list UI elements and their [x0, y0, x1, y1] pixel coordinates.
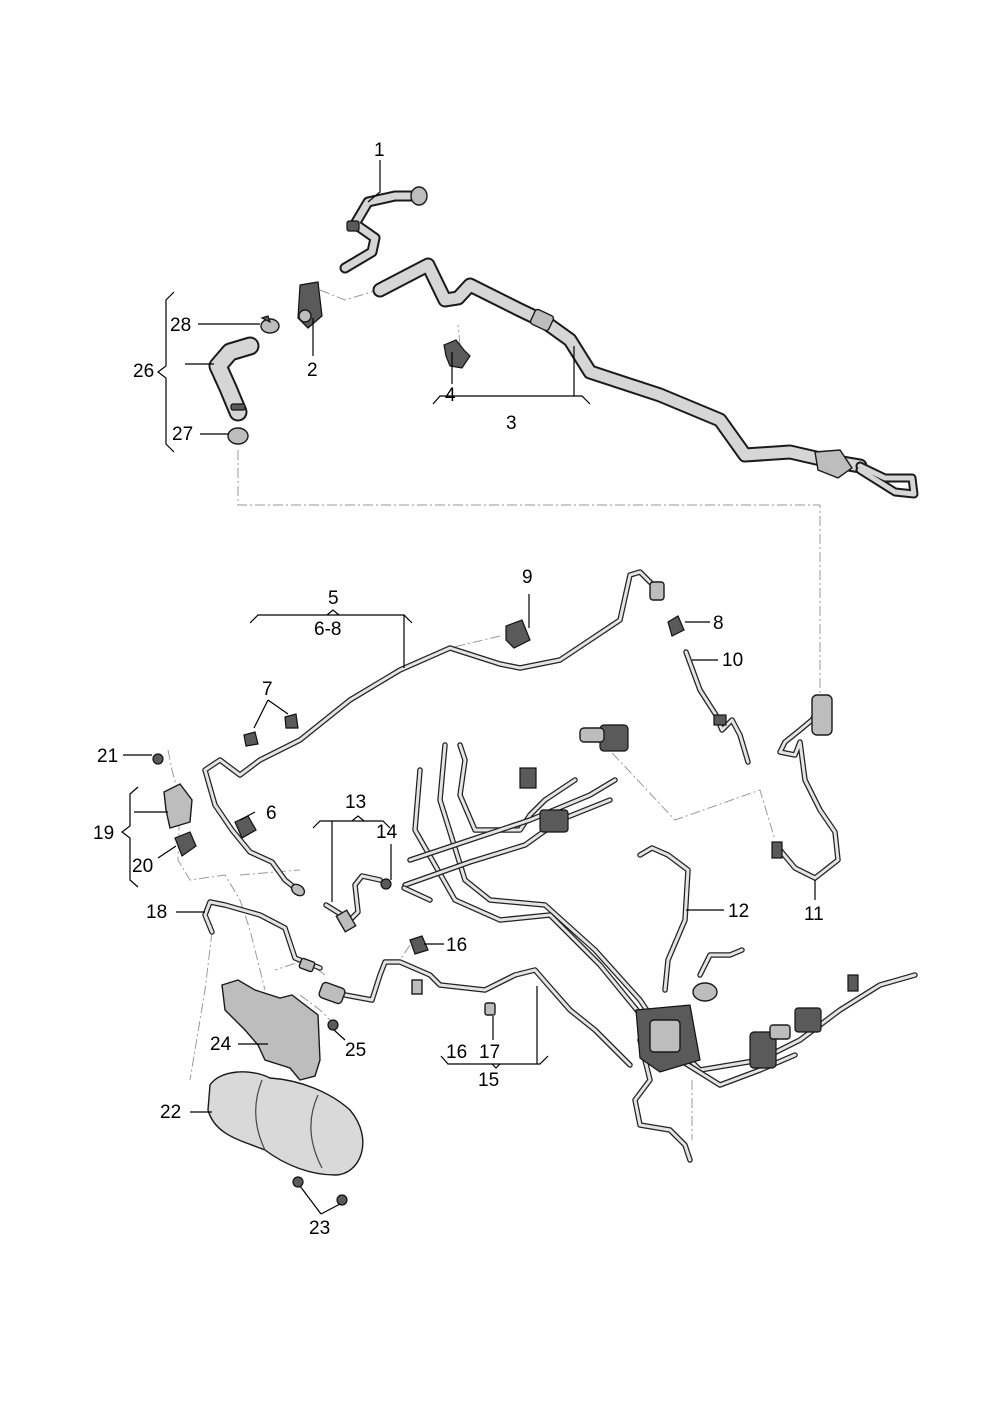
part-3-vent-line — [372, 257, 919, 499]
callout-6-8: 6-8 — [314, 619, 341, 640]
part-16-clip — [409, 935, 429, 955]
callout-3: 3 — [506, 413, 517, 434]
part-27-clamp — [227, 427, 249, 445]
callout-27: 27 — [172, 424, 193, 445]
callout-15: 15 — [478, 1070, 499, 1091]
callout-4: 4 — [445, 385, 456, 406]
callout-26: 26 — [133, 361, 154, 382]
callout-11: 11 — [804, 904, 824, 925]
callout-9: 9 — [522, 567, 533, 588]
callout-labels: 1 2 3 4 28 26 27 5 6-8 9 8 10 7 21 19 20… — [93, 140, 824, 1239]
part-25-nut — [327, 1019, 339, 1031]
part-7-clips — [243, 713, 299, 747]
callout-1: 1 — [374, 140, 385, 161]
callout-13: 13 — [345, 792, 366, 813]
callout-22: 22 — [160, 1102, 181, 1123]
part-1-vent-hose — [339, 186, 428, 274]
part-17-clip — [484, 1002, 496, 1016]
part-21-nut — [152, 753, 164, 765]
callout-28: 28 — [170, 315, 191, 336]
part-26-hose — [208, 336, 260, 422]
part-4-clip — [443, 339, 471, 369]
callout-2: 2 — [307, 360, 318, 381]
callout-7: 7 — [262, 679, 273, 700]
part-15-line — [318, 959, 633, 1068]
part-14-fitting — [380, 878, 433, 903]
part-20-clip — [174, 831, 197, 857]
callout-10: 10 — [722, 650, 743, 671]
part-19-bracket — [163, 783, 193, 829]
part-11-line — [771, 694, 841, 881]
part-24-bracket — [221, 979, 321, 1081]
part-5-line — [202, 569, 665, 897]
callout-23: 23 — [309, 1218, 330, 1239]
part-2-valve — [297, 281, 323, 329]
callout-21: 21 — [97, 746, 118, 767]
part-10-line — [683, 649, 751, 765]
callout-12: 12 — [728, 901, 749, 922]
callout-14: 14 — [376, 822, 398, 843]
part-13-line — [323, 873, 383, 933]
part-9-connector — [505, 619, 531, 649]
callout-24: 24 — [210, 1034, 232, 1055]
callout-18: 18 — [146, 902, 167, 923]
part-22-tank — [207, 1071, 364, 1176]
callout-25: 25 — [345, 1040, 366, 1061]
callout-6: 6 — [266, 803, 277, 824]
callout-19: 19 — [93, 823, 114, 844]
part-23-nuts — [292, 1176, 348, 1206]
part-12-line-bundle — [402, 724, 918, 1163]
callout-5: 5 — [328, 588, 339, 609]
callout-16-bottom: 16 — [446, 1042, 467, 1063]
leader-lines — [121, 160, 816, 1215]
callout-8: 8 — [713, 613, 724, 634]
callout-17: 17 — [479, 1042, 500, 1063]
callout-20: 20 — [132, 856, 153, 877]
callout-16-top: 16 — [446, 935, 467, 956]
part-28-clamp — [260, 315, 280, 334]
part-8-clip — [667, 615, 685, 637]
part-18-line — [202, 899, 323, 973]
